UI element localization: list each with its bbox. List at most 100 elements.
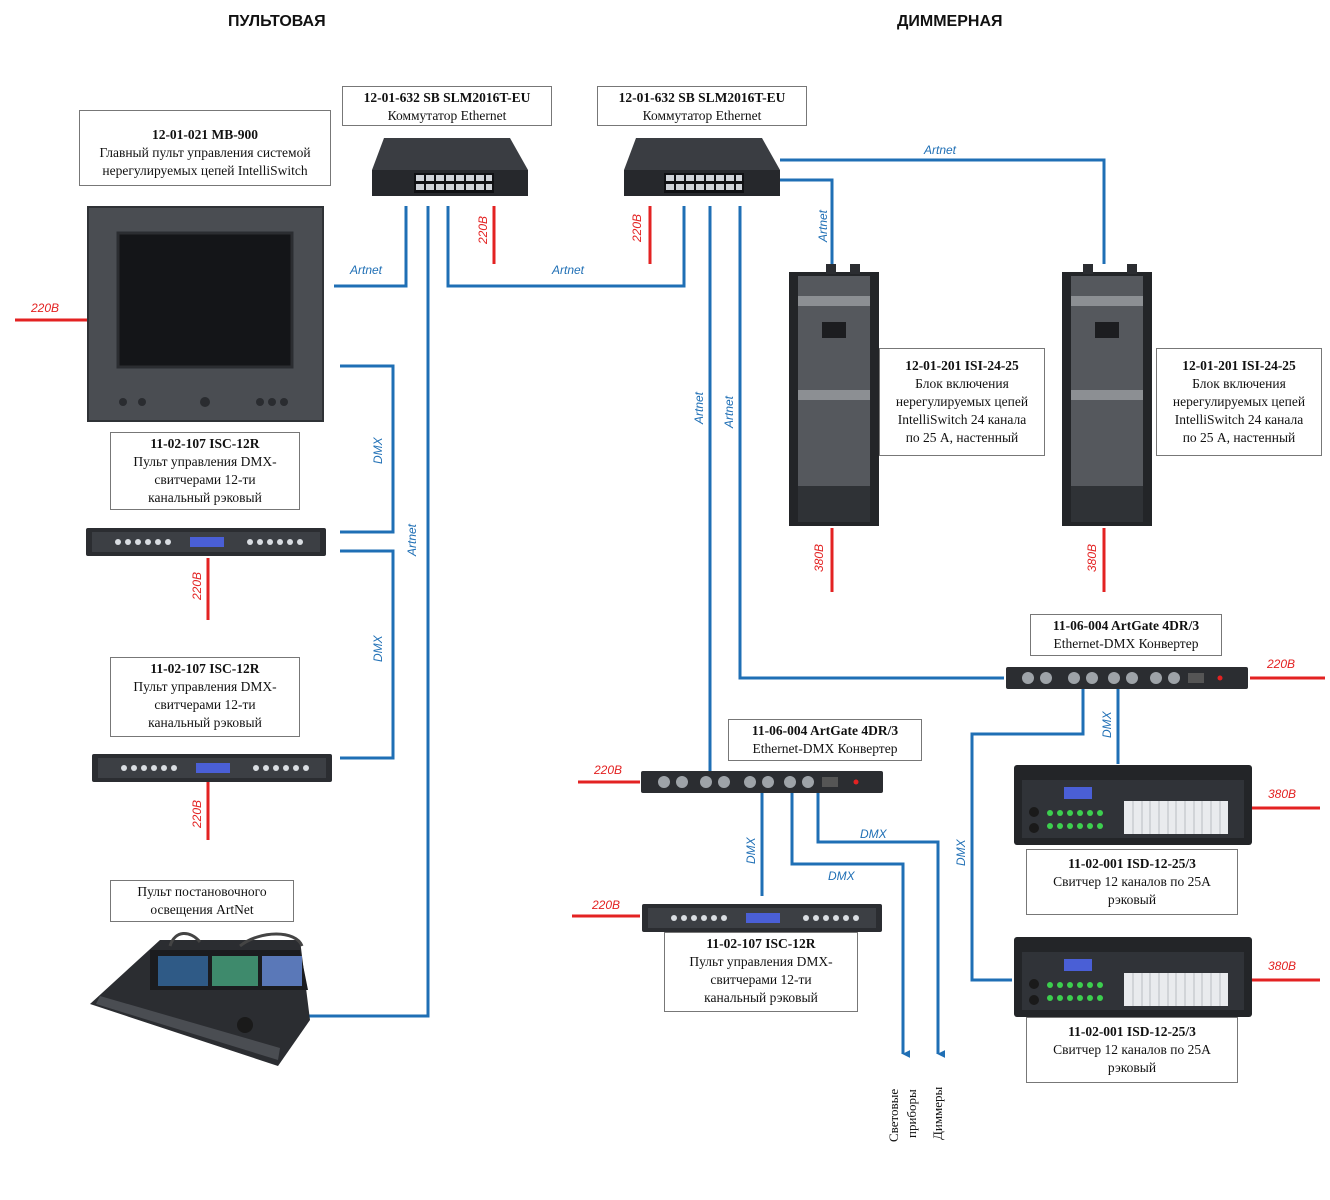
artnet-console-desc-1: Пульт постановочного <box>137 884 267 899</box>
artgate-2-desc: Ethernet-DMX Конвертер <box>1053 636 1199 651</box>
switch-2-code: 12-01-632 SB SLM2016T-EU <box>618 90 786 105</box>
caption-isc-3: 11-02-107 ISC-12R Пульт управления DMX- … <box>664 932 858 1012</box>
output-dimmers: Диммеры <box>930 1086 945 1140</box>
label-220v-switch1: 220В <box>476 216 490 245</box>
isc-1-desc-1: Пульт управления DMX- <box>133 454 277 469</box>
isd-2-desc-1: Свитчер 12 каналов по 25А <box>1053 1042 1211 1057</box>
label-artnet-artgate2: Artnet <box>722 395 736 429</box>
header-control-room: ПУЛЬТОВАЯ <box>228 13 326 30</box>
artnet-line-console-switch1 <box>302 206 430 1018</box>
caption-isd-2: 11-02-001 ISD-12-25/3 Свитчер 12 каналов… <box>1026 1017 1238 1083</box>
caption-isd-1: 11-02-001 ISD-12-25/3 Свитчер 12 каналов… <box>1026 849 1238 915</box>
artnet-line-mb900-switch1 <box>334 206 408 288</box>
isd-2-desc-2: рэковый <box>1107 1060 1157 1075</box>
label-220v-artgate2: 220В <box>1266 657 1295 671</box>
isc-2-desc-2: свитчерами 12-ти <box>154 697 256 712</box>
ethernet-switch-2 <box>624 138 780 196</box>
artnet-line-switch1-switch2 <box>446 206 686 288</box>
label-dmx-dimmers: DMX <box>860 827 888 841</box>
switch-1-desc: Коммутатор Ethernet <box>387 108 507 123</box>
label-380v-isi1: 380В <box>812 544 826 572</box>
label-artnet-isi2: Artnet <box>923 143 957 157</box>
label-dmx-isd1: DMX <box>1100 710 1114 738</box>
label-dmx-fixtures: DMX <box>828 869 856 883</box>
label-380v-isd1: 380В <box>1268 787 1296 801</box>
caption-artnet-console: Пульт постановочного освещения ArtNet <box>110 880 294 922</box>
isc-2-desc-3: канальный рэковый <box>148 715 262 730</box>
isd-1-code: 11-02-001 ISD-12-25/3 <box>1068 856 1196 871</box>
label-artnet-isi1: Artnet <box>816 209 830 243</box>
switch-1-code: 12-01-632 SB SLM2016T-EU <box>363 90 531 105</box>
label-220v-isc3: 220В <box>591 898 620 912</box>
isi-unit-1 <box>789 264 879 526</box>
isi-unit-2 <box>1062 264 1152 526</box>
dmx-line-to-fixtures <box>790 792 911 1058</box>
output-fixtures-line2: приборы <box>904 1089 919 1138</box>
switch-2-desc: Коммутатор Ethernet <box>642 108 762 123</box>
isi-2-desc-4: по 25 А, настенный <box>1182 430 1296 445</box>
isi-2-desc-1: Блок включения <box>1192 376 1286 391</box>
caption-isi-1: 12-01-201 ISI-24-25 Блок включения нерег… <box>879 348 1045 456</box>
caption-switch-2: 12-01-632 SB SLM2016T-EU Коммутатор Ethe… <box>597 86 807 126</box>
isi-1-desc-2: нерегулируемых цепей <box>895 394 1029 409</box>
label-220v-switch2: 220В <box>630 214 644 243</box>
isc-rack-1 <box>86 528 326 556</box>
dmx-line-mb900-isc1 <box>340 364 395 534</box>
caption-isc-2: 11-02-107 ISC-12R Пульт управления DMX- … <box>110 657 300 737</box>
artnet-console-desc-2: освещения ArtNet <box>150 902 254 917</box>
power-lines <box>15 206 1325 982</box>
label-artnet-switch-link: Artnet <box>551 263 585 277</box>
line-labels: Artnet Artnet Artnet Artnet Artnet Artne… <box>30 143 1296 1142</box>
isi-2-desc-2: нерегулируемых цепей <box>1172 394 1306 409</box>
label-dmx-isc2: DMX <box>371 634 385 662</box>
label-artnet-artgate1: Artnet <box>692 391 706 425</box>
artgate-2-code: 11-06-004 ArtGate 4DR/3 <box>1052 618 1200 633</box>
isc-2-code: 11-02-107 ISC-12R <box>150 661 260 676</box>
isc-1-desc-2: свитчерами 12-ти <box>154 472 256 487</box>
output-fixtures-line1: Световые <box>886 1089 901 1142</box>
caption-mb900: 12-01-021 MB-900 Главный пульт управлени… <box>79 110 331 186</box>
label-artnet-mb900: Artnet <box>349 263 383 277</box>
label-380v-isi2: 380В <box>1085 544 1099 572</box>
artgate-1-desc: Ethernet-DMX Конвертер <box>752 741 898 756</box>
mb900-code: 12-01-021 MB-900 <box>151 127 259 142</box>
isi-2-code: 12-01-201 ISI-24-25 <box>1182 358 1296 373</box>
isi-2-desc-3: IntelliSwitch 24 канала <box>1174 412 1304 427</box>
label-dmx-isc3: DMX <box>744 836 758 864</box>
mb900-desc-1: Главный пульт управления системой <box>99 145 311 160</box>
mb900-monitor <box>87 206 324 422</box>
caption-isi-2: 12-01-201 ISI-24-25 Блок включения нерег… <box>1156 348 1322 456</box>
artnet-line-switch2-artgate2 <box>738 206 1004 680</box>
isi-1-desc-4: по 25 А, настенный <box>905 430 1019 445</box>
isd-2-code: 11-02-001 ISD-12-25/3 <box>1068 1024 1196 1039</box>
caption-artgate-1: 11-06-004 ArtGate 4DR/3 Ethernet-DMX Кон… <box>728 719 922 761</box>
dmx-line-isc1-isc2 <box>340 549 395 760</box>
isc-1-desc-3: канальный рэковый <box>148 490 262 505</box>
artgate-converter-1 <box>641 771 883 793</box>
label-220v-artgate1: 220В <box>593 763 622 777</box>
artgate-1-code: 11-06-004 ArtGate 4DR/3 <box>751 723 899 738</box>
signal-lines <box>302 158 1120 1058</box>
isd-switcher-1 <box>1014 765 1252 845</box>
isc-rack-3 <box>642 904 882 932</box>
isc-rack-2 <box>92 754 332 782</box>
artnet-line-switch2-isi1 <box>780 178 834 264</box>
isc-2-desc-1: Пульт управления DMX- <box>133 679 277 694</box>
isc-3-desc-1: Пульт управления DMX- <box>689 954 833 969</box>
isi-1-desc-1: Блок включения <box>915 376 1009 391</box>
artnet-line-switch2-isi2 <box>780 158 1106 264</box>
dmx-line-artgate2-isd2 <box>970 688 1085 982</box>
isd-1-desc-1: Свитчер 12 каналов по 25А <box>1053 874 1211 889</box>
isc-3-code: 11-02-107 ISC-12R <box>706 936 816 951</box>
artgate-converter-2 <box>1006 667 1248 689</box>
caption-artgate-2: 11-06-004 ArtGate 4DR/3 Ethernet-DMX Кон… <box>1030 614 1222 656</box>
label-220v-isc2: 220В <box>190 800 204 829</box>
mb900-desc-2: нерегулируемых цепей IntelliSwitch <box>102 163 308 178</box>
isc-1-code: 11-02-107 ISC-12R <box>150 436 260 451</box>
label-dmx-isc1: DMX <box>371 436 385 464</box>
dmx-line-to-dimmers <box>816 792 946 1058</box>
label-220v-mb900: 220В <box>30 301 59 315</box>
label-artnet-console: Artnet <box>405 523 419 557</box>
isi-1-desc-3: IntelliSwitch 24 канала <box>897 412 1027 427</box>
